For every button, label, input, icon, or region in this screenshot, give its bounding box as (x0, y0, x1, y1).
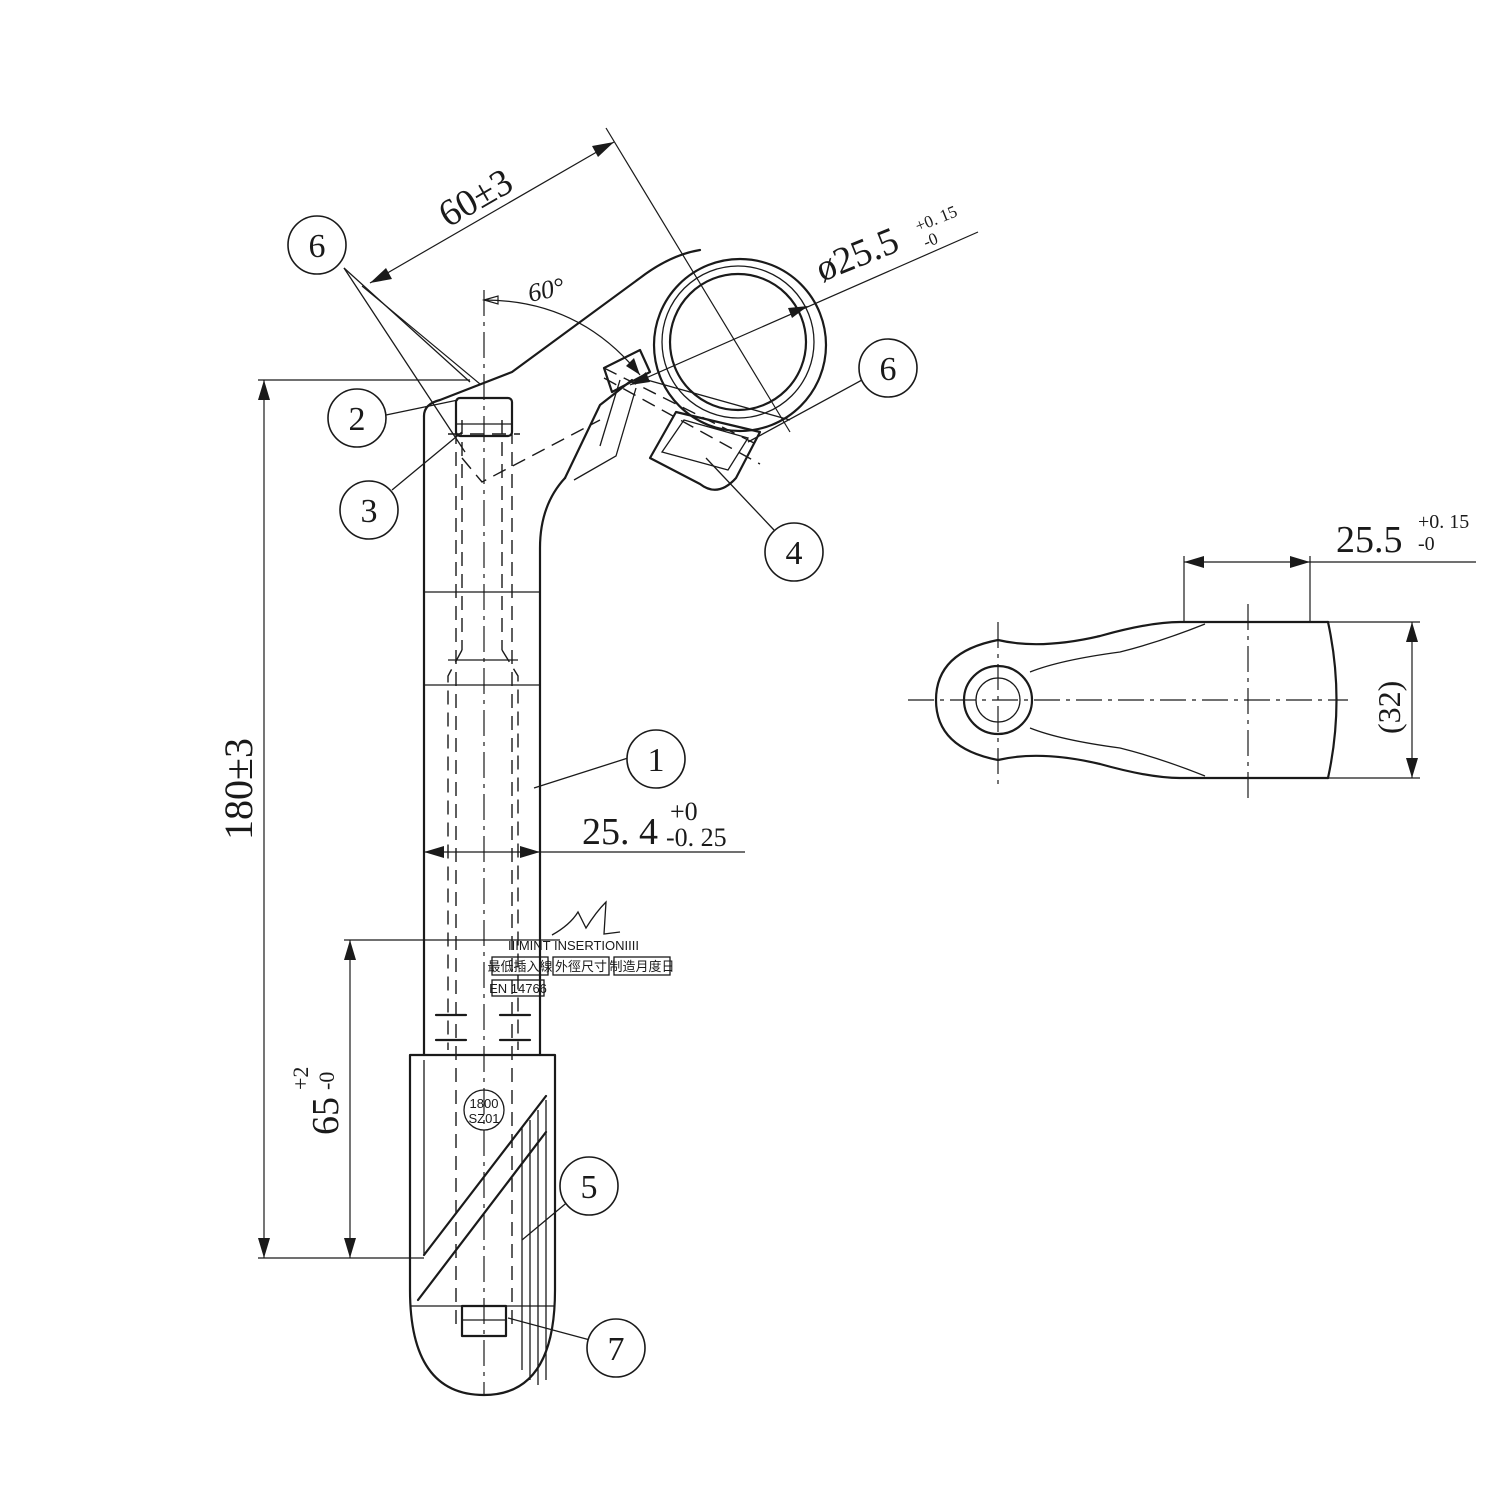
balloon-6-top: 6 (309, 228, 326, 265)
side-width-main: 25.5 (1336, 519, 1403, 561)
stamp-bottom-text: SZ01 (468, 1111, 499, 1126)
balloon-7: 7 (608, 1331, 625, 1368)
clamp-diameter-tol-upper: +0. 15 (912, 202, 960, 236)
stem-top-view: 25.5 +0. 15 -0 (32) (908, 511, 1476, 800)
insertion-dimension-main: 65 (305, 1097, 347, 1135)
marking-box-3: 制造月度日 (609, 959, 674, 974)
marking-box-1: 最低插入線 (487, 959, 552, 974)
stamp-top-text: 1800 (470, 1096, 499, 1111)
quill-tol-lower: -0. 25 (666, 823, 727, 852)
side-width-tol-upper: +0. 15 (1418, 511, 1469, 533)
balloon-2: 2 (349, 401, 366, 438)
reach-dimension: 60±3 (432, 160, 520, 235)
insertion-tol-lower: -0 (314, 1072, 339, 1090)
balloon-5: 5 (581, 1169, 598, 1206)
side-height-dimension: (32) (1371, 681, 1407, 734)
insertion-tol-upper: +2 (288, 1067, 313, 1090)
dimension-lines (258, 127, 979, 1259)
balloon-4: 4 (786, 535, 803, 572)
quill-tol-upper: +0 (670, 797, 698, 826)
quill-diameter-main: 25. 4 (582, 811, 658, 853)
balloon-3: 3 (361, 493, 378, 530)
marking-box-2: 外徑尺寸 (555, 959, 607, 974)
clamp-diameter-tol-lower: -0 (920, 229, 940, 252)
balloon-1: 1 (648, 742, 665, 779)
item-balloons: 6 2 3 6 4 1 5 7 (287, 215, 918, 1378)
length-dimension: 180±3 (216, 738, 261, 840)
balloon-6-right: 6 (880, 351, 897, 388)
side-width-tol-lower: -0 (1418, 533, 1435, 555)
logo-mark (551, 900, 621, 936)
insertion-markings: IIIMINT INSERTIONIIII 最低插入線 外徑尺寸 制造月度日 E… (487, 900, 675, 997)
clamp-diameter-main: ø25.5 (810, 219, 905, 290)
insertion-line-text: IIIMINT INSERTIONIIII (508, 938, 639, 953)
stem-side-view: 1800 SZ01 (408, 248, 828, 1397)
angle-dimension: 60° (525, 272, 567, 308)
dimension-texts: 60±3 60° ø25.5 +0. 15 -0 180±3 65 +2 -0 … (216, 160, 960, 1135)
standard-marking: EN 14766 (489, 981, 547, 996)
